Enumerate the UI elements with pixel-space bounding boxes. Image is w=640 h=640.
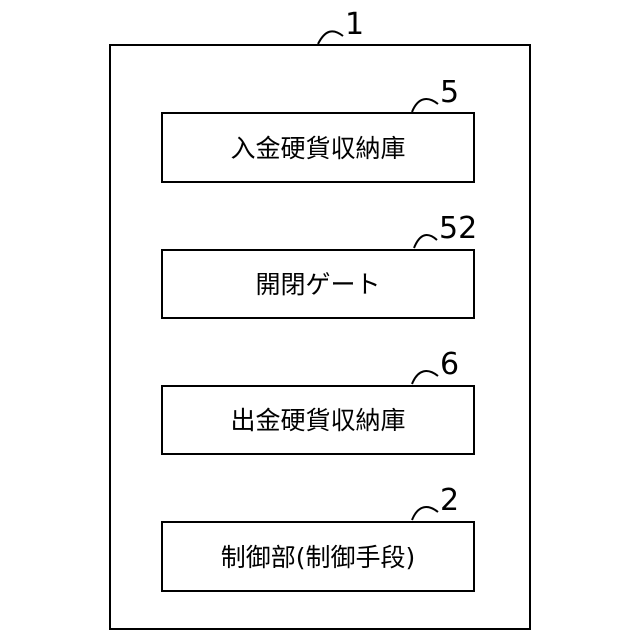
open-close-gate-label: 開閉ゲート bbox=[255, 270, 380, 299]
deposit-coin-storage-ref-leader bbox=[412, 99, 438, 112]
withdrawal-coin-storage-ref-leader bbox=[412, 371, 438, 384]
component-open-close-gate: 52 開閉ゲート bbox=[162, 211, 477, 318]
control-unit-label: 制御部(制御手段) bbox=[221, 543, 416, 572]
control-unit-ref-number: 2 bbox=[440, 483, 459, 518]
withdrawal-coin-storage-ref-number: 6 bbox=[440, 347, 459, 382]
device-ref-number: 1 bbox=[345, 7, 364, 42]
deposit-coin-storage-ref-number: 5 bbox=[440, 75, 459, 110]
deposit-coin-storage-label: 入金硬貨収納庫 bbox=[230, 134, 405, 163]
device-ref-leader bbox=[318, 31, 343, 44]
open-close-gate-ref-number: 52 bbox=[439, 211, 477, 246]
component-deposit-coin-storage: 5 入金硬貨収納庫 bbox=[162, 75, 474, 182]
component-withdrawal-coin-storage: 6 出金硬貨収納庫 bbox=[162, 347, 474, 454]
device-frame-outline bbox=[110, 45, 530, 629]
control-unit-ref-leader bbox=[412, 507, 438, 520]
component-control-unit: 2 制御部(制御手段) bbox=[162, 483, 474, 591]
open-close-gate-ref-leader bbox=[414, 235, 437, 248]
withdrawal-coin-storage-label: 出金硬貨収納庫 bbox=[230, 406, 405, 435]
